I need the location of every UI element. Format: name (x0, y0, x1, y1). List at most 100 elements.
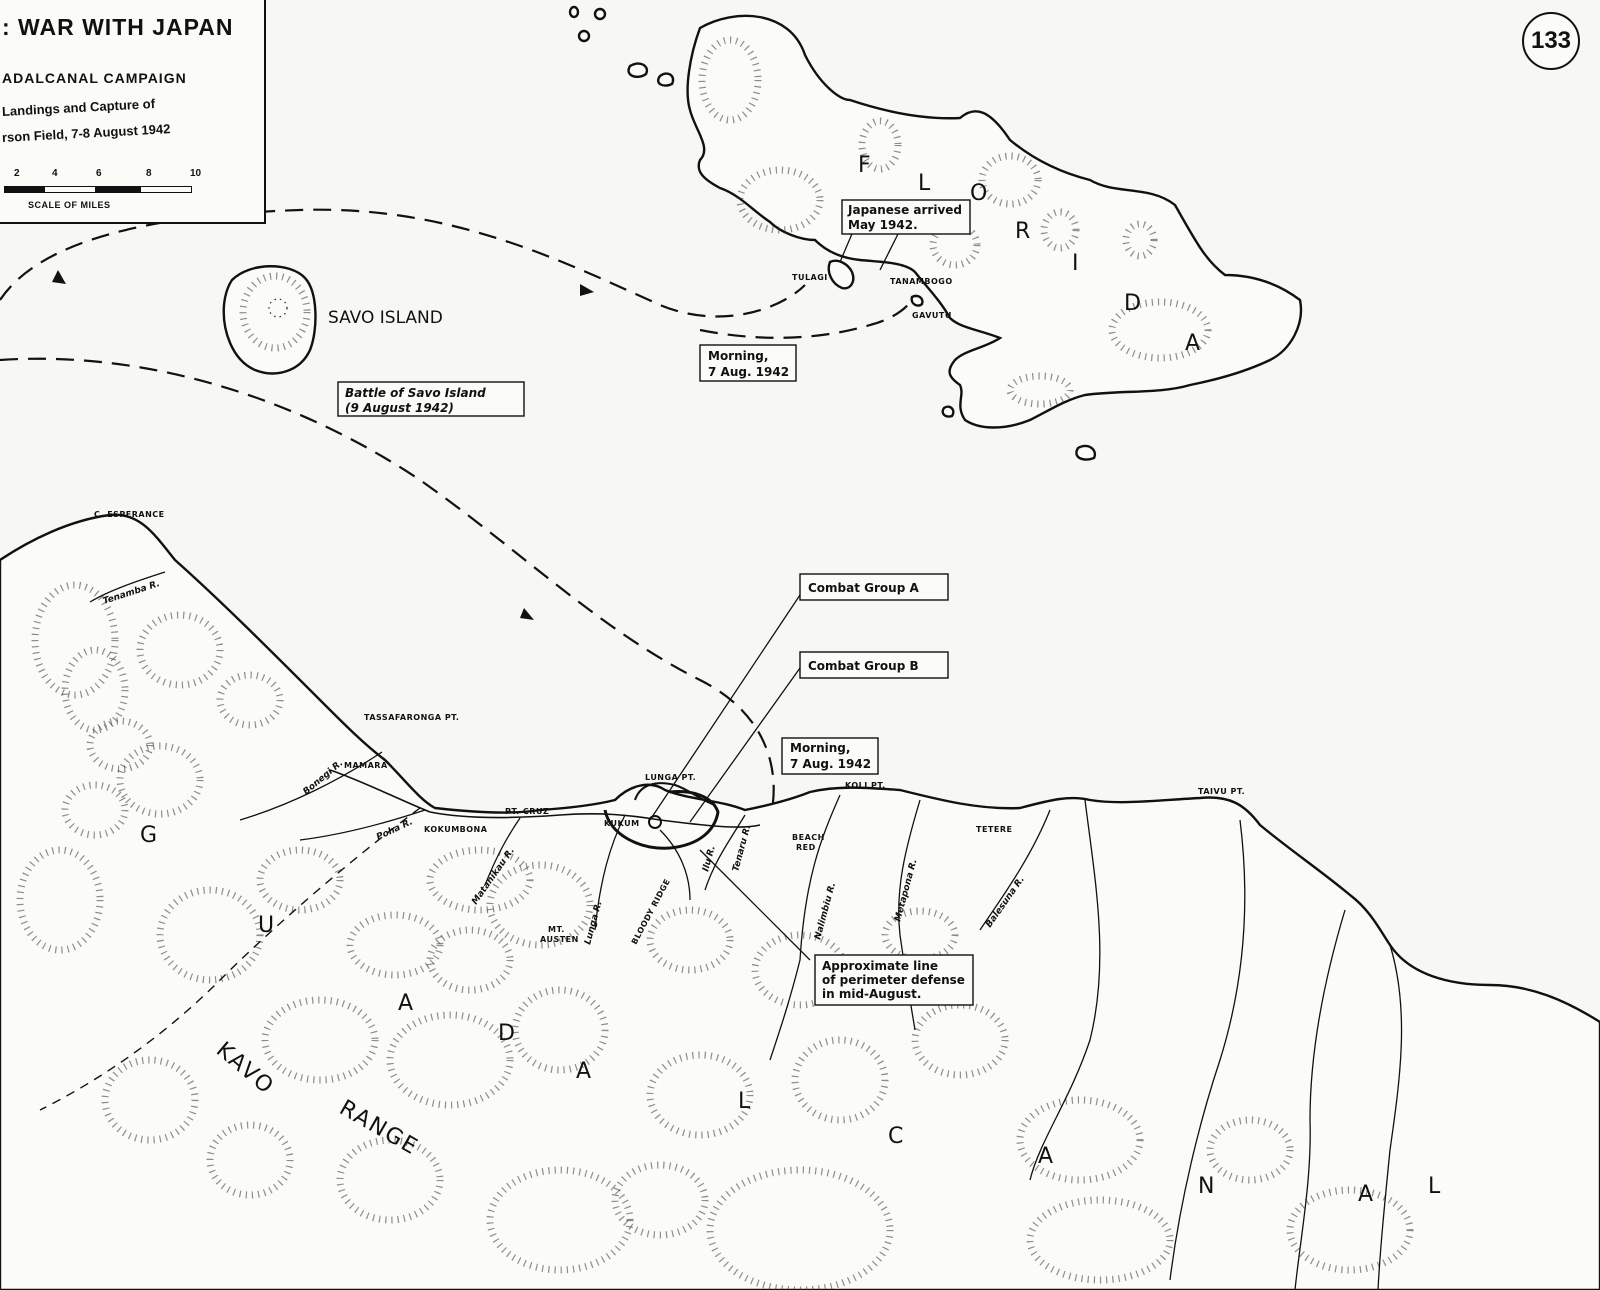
mt-austen-line2: AUSTEN (540, 935, 579, 944)
svg-text:O: O (970, 181, 989, 206)
mamara-label: MAMARA (344, 761, 388, 770)
tetere-label: TETERE (976, 825, 1012, 834)
c-esperance-label: C. ESPERANCE (94, 510, 165, 519)
approach-track-south (0, 357, 775, 811)
arrow-south (520, 608, 534, 620)
map-title: : WAR WITH JAPAN (2, 14, 234, 40)
svg-text:R: R (1015, 219, 1032, 244)
tassafaronga-label: TASSAFARONGA PT. (364, 713, 459, 722)
svg-text:A: A (398, 991, 415, 1016)
guadalcanal-relief (16, 581, 1414, 1290)
callout-combat-group-a: Combat Group A (799, 573, 949, 601)
florida-islet-5 (568, 5, 580, 19)
svg-text:G: G (140, 823, 159, 848)
gavutu-island (910, 294, 924, 307)
savo-peak (268, 298, 288, 318)
perimeter-line1: Approximate line (822, 959, 938, 973)
svg-text:F: F (858, 153, 873, 178)
callout-japanese-arrived: Japanese arrived May 1942. (841, 199, 971, 235)
florida-islet-2 (657, 72, 675, 87)
scale-tick-6: 6 (96, 168, 102, 179)
gavutu-label: GAVUTU (912, 311, 952, 320)
morning-south-line1: Morning, (790, 741, 850, 755)
scale-tick-10: 10 (190, 168, 202, 179)
morning-north-line2: 7 Aug. 1942 (708, 365, 789, 379)
florida-letters: F L O R I D A (858, 153, 1202, 356)
svg-text:N: N (1198, 1174, 1216, 1199)
perimeter-line2: of perimeter defense (822, 973, 965, 987)
map-title-block: : WAR WITH JAPAN ADALCANAL CAMPAIGN Land… (0, 0, 266, 224)
florida-islet-3 (1075, 444, 1097, 461)
tanambogo-label: TANAMBOGO (890, 277, 953, 286)
japanese-arrived-line1: Japanese arrived (847, 203, 962, 217)
arrow-north (580, 284, 594, 296)
koli-pt-label: KOLI PT. (845, 781, 886, 790)
florida-relief (698, 36, 1212, 408)
svg-text:D: D (1124, 291, 1143, 316)
approach-track-north (0, 208, 806, 318)
guadalcanal-letters: G U A D A L C A N A L (140, 823, 1442, 1207)
callout-combat-group-b: Combat Group B (799, 651, 949, 679)
beach-red-line1: BEACH (792, 833, 825, 842)
scale-tick-2: 2 (14, 168, 20, 179)
svg-text:L: L (738, 1089, 752, 1114)
svg-text:L: L (1428, 1174, 1442, 1199)
savo-relief (239, 272, 311, 352)
svg-text:A: A (576, 1059, 593, 1084)
mt-austen-line1: MT. (548, 925, 565, 934)
perimeter-line3: in mid-August. (822, 987, 921, 1001)
inland-trail (329, 769, 431, 813)
beach-red-line2: RED (796, 843, 816, 852)
svg-text:I: I (1072, 251, 1081, 276)
callout-morning-north: Morning, 7 Aug. 1942 (699, 344, 797, 382)
svg-text:A: A (1358, 1182, 1375, 1207)
scale-tick-4: 4 (52, 168, 58, 179)
svg-text:L: L (918, 171, 932, 196)
pt-cruz-label: PT. CRUZ (505, 807, 549, 816)
florida-islet-6 (593, 7, 607, 21)
callout-perimeter: Approximate line of perimeter defense in… (814, 954, 974, 1006)
callout-morning-south: Morning, 7 Aug. 1942 (781, 737, 879, 775)
scale-bar (4, 186, 192, 193)
tulagi-island (827, 259, 855, 290)
morning-north-line1: Morning, (708, 349, 768, 363)
callout-leaders (649, 214, 901, 961)
svg-text:A: A (1038, 1144, 1055, 1169)
savo-island-coast (222, 265, 317, 375)
kukum-label: KUKUM (604, 819, 640, 828)
scale-tick-8: 8 (146, 168, 152, 179)
kavo-range-border (39, 807, 421, 1111)
svg-text:D: D (498, 1021, 517, 1046)
rivers (89, 571, 1403, 1290)
coastal-trail (429, 811, 761, 828)
battle-savo-line2: (9 August 1942) (345, 401, 454, 415)
lunga-pt-label: LUNGA PT. (645, 773, 696, 782)
morning-south-line2: 7 Aug. 1942 (790, 757, 871, 771)
approach-track-north-inner (699, 299, 913, 339)
henderson-field-marker (648, 815, 662, 829)
tulagi-label: TULAGI (792, 273, 828, 282)
svg-text:C: C (888, 1124, 905, 1149)
callout-battle-savo: Battle of Savo Island (9 August 1942) (337, 381, 525, 417)
savo-island-label: SAVO ISLAND (328, 308, 443, 328)
japanese-arrived-line2: May 1942. (848, 218, 918, 232)
florida-islet-4 (941, 405, 955, 418)
taivu-pt-label: TAIVU PT. (1198, 787, 1245, 796)
map-number-badge: 133 (1522, 12, 1580, 70)
florida-islet-1 (627, 62, 649, 78)
battle-savo-line1: Battle of Savo Island (345, 386, 486, 400)
florida-islet-7 (577, 29, 591, 43)
map-subtitle-2: rson Field, 7-8 August 1942 (1, 121, 171, 145)
scale-label: SCALE OF MILES (28, 200, 111, 210)
guadalcanal-coast (0, 513, 1600, 1290)
combat-group-a-label: Combat Group A (808, 581, 919, 595)
svg-text:U: U (258, 913, 276, 938)
kokumbona-label: KOKUMBONA (424, 825, 488, 834)
arrow-west (52, 270, 66, 284)
map-subtitle-1: Landings and Capture of (1, 95, 156, 119)
map-campaign: ADALCANAL CAMPAIGN (2, 70, 187, 86)
lunga-point-coast (634, 782, 716, 806)
combat-group-b-label: Combat Group B (808, 659, 919, 673)
svg-text:A: A (1185, 331, 1202, 356)
